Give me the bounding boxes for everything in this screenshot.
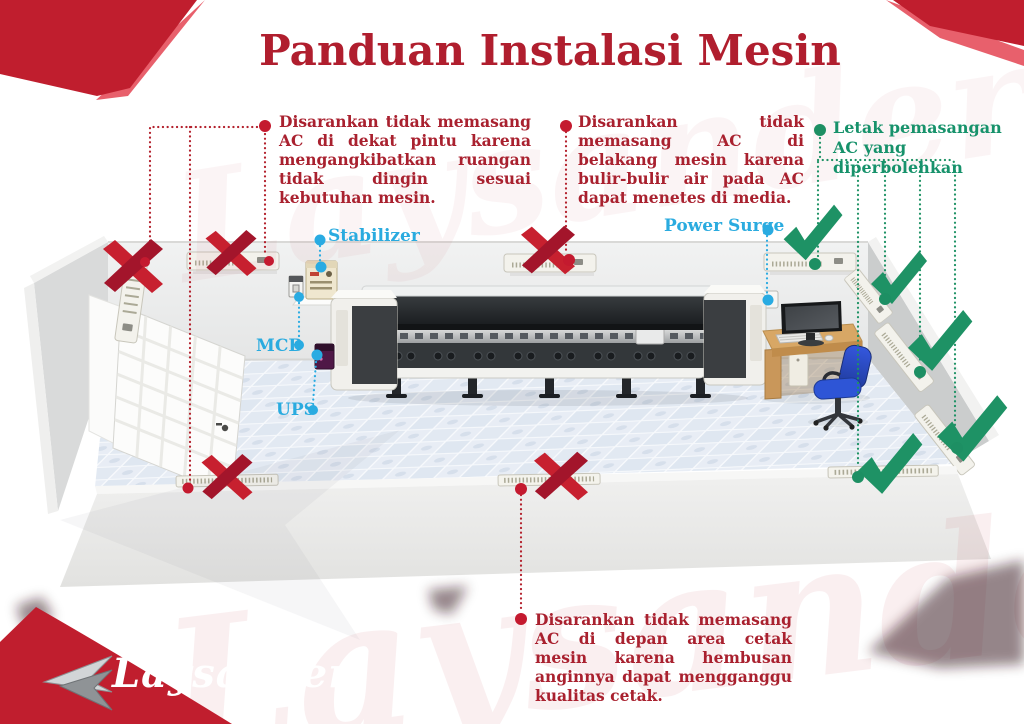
marker-dot-red — [140, 257, 150, 267]
office-chair — [808, 344, 872, 431]
leader-line-red-left — [148, 125, 259, 257]
label-ups: UPS — [276, 400, 316, 420]
marker-dot-red — [563, 254, 575, 266]
marker-dot-red — [182, 482, 194, 494]
page-title: Panduan Instalasi Mesin — [259, 26, 841, 75]
brand-logotype: Laysander — [112, 650, 351, 697]
marker-dot-green — [879, 293, 891, 305]
door-handle — [221, 424, 229, 432]
bullet-dot-green — [814, 124, 826, 136]
room-floor — [95, 358, 953, 487]
marker-dot-cyan — [762, 294, 774, 306]
marker-dot-cyan — [315, 261, 327, 273]
marker-dot-cyan — [294, 340, 304, 350]
marker-dot-cyan — [314, 234, 326, 246]
annotation-allowed-ac-location: Letak pemasangan AC yang diperbolehkan — [833, 118, 1002, 177]
marker-dot-cyan — [308, 405, 318, 415]
leader-lines — [148, 125, 957, 613]
corner-decoration-bottom-left — [0, 607, 232, 724]
annotation-no-ac-near-door: Disarankan tidak memasang AC di dekat pi… — [279, 112, 531, 207]
laysander-logo-icon — [42, 655, 113, 711]
annotation-no-ac-front: Disarankan tidak memasang AC di depan ar… — [535, 610, 792, 705]
marker-dot-cyan — [311, 349, 323, 361]
marker-dot-green — [852, 471, 864, 483]
marker-dot-red — [515, 483, 527, 495]
marker-dot-red — [264, 256, 274, 266]
marker-dot-cyan — [294, 292, 304, 302]
leader-line-green-trunk — [816, 136, 957, 443]
front-wall — [60, 465, 991, 587]
label-mcb: MCB — [256, 336, 303, 356]
bullet-dot-red — [560, 120, 572, 132]
label-stabilizer: Stabilizer — [328, 226, 420, 246]
marker-dot-green — [951, 442, 963, 454]
ac-units — [113, 252, 976, 476]
watermark-logo-arrow — [60, 430, 400, 640]
marker-dot-green — [914, 366, 926, 378]
mouse — [824, 334, 834, 342]
printer-machine — [330, 285, 767, 406]
annotation-no-ac-behind-machine: Disarankan tidak memasang AC di belakang… — [578, 112, 804, 207]
mcb-device — [288, 275, 304, 298]
bullet-dot-red — [515, 613, 527, 625]
label-power-surge: Power Surge — [664, 216, 785, 236]
machine-right-cabinet — [703, 285, 767, 386]
machine-left-cabinet — [330, 290, 398, 391]
corner-decoration-top-left — [0, 0, 205, 100]
marker-dot-cyan — [762, 224, 774, 236]
bullet-dot-red — [259, 120, 271, 132]
marker-dot-green — [809, 258, 821, 270]
computer-monitor — [781, 301, 842, 347]
corner-decoration-top-right — [886, 0, 1024, 66]
marker-dots — [140, 120, 963, 625]
